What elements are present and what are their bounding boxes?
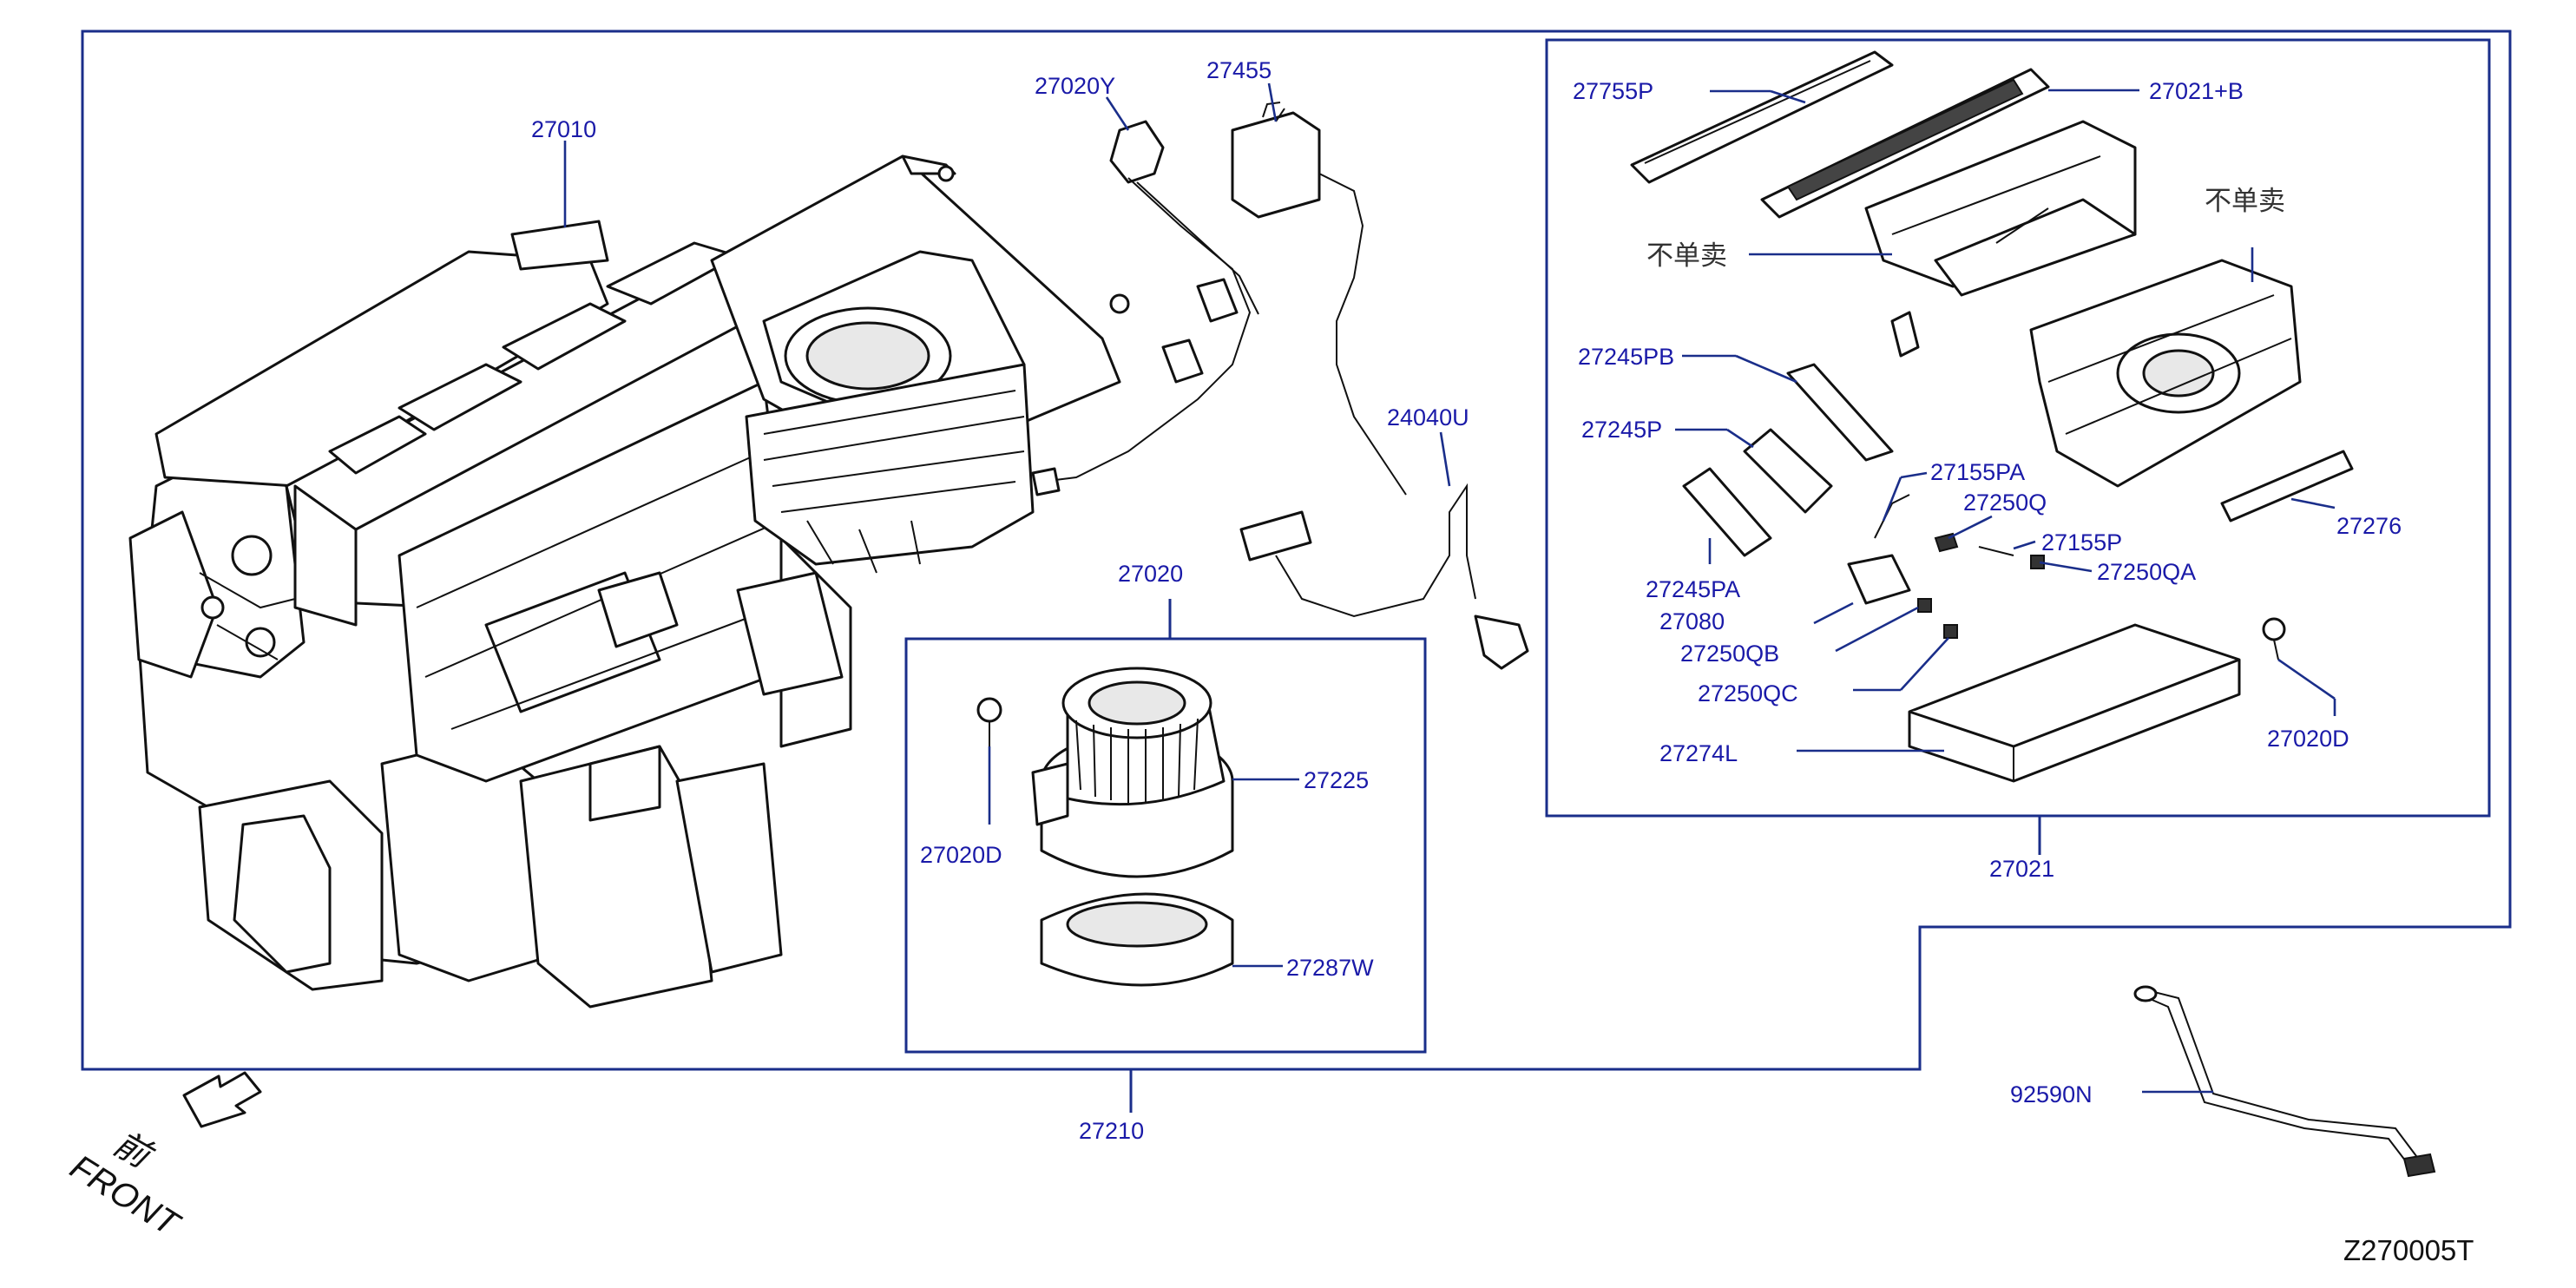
front-direction-indicator: 前 FRONT: [63, 1071, 262, 1245]
callout-27010: 27010: [531, 116, 596, 142]
callout-24040U: 24040U: [1387, 404, 1469, 430]
callout-27455: 27455: [1206, 57, 1272, 83]
callout-27250QC: 27250QC: [1698, 680, 1798, 706]
diagram-code: Z270005T: [2343, 1234, 2474, 1266]
frames: [81, 30, 2512, 1113]
seal-27287w-drawing: [1040, 892, 1234, 987]
callout-27210: 27210: [1079, 1118, 1144, 1144]
callout-27274L: 27274L: [1659, 740, 1738, 766]
module-27455-drawing: [1231, 102, 1407, 496]
callout-27080: 27080: [1659, 608, 1725, 634]
callout-27276: 27276: [2336, 513, 2402, 539]
callout-27020D-right: 27020D: [2267, 726, 2349, 752]
callout-27245PB: 27245PB: [1578, 344, 1674, 370]
callout-27020D-left: 27020D: [920, 842, 1002, 868]
harness-24040u-drawing: [1239, 483, 1529, 670]
callout-27225: 27225: [1304, 767, 1369, 793]
callout-27245P: 27245P: [1581, 417, 1662, 443]
not-sold-separately-right: 不单卖: [2205, 186, 2285, 217]
heater-blower-unit-drawing: [128, 154, 1130, 1009]
harness-27020y-drawing: [1031, 120, 1259, 496]
callout-92590N: 92590N: [2010, 1081, 2093, 1107]
callout-27020: 27020: [1118, 561, 1183, 587]
callout-27155P: 27155P: [2041, 529, 2122, 555]
callout-27250QB: 27250QB: [1680, 641, 1779, 667]
callout-27287W: 27287W: [1286, 955, 1374, 981]
callout-27250QA: 27250QA: [2097, 559, 2196, 585]
blower-motor-27225-drawing: [976, 667, 1234, 878]
callout-27155PA: 27155PA: [1930, 459, 2025, 485]
blower-motor-frame: [904, 637, 1427, 1054]
intake-unit-frame: [1545, 38, 2491, 818]
callout-27250Q: 27250Q: [1963, 490, 2047, 516]
callout-27021B: 27021+B: [2149, 78, 2244, 104]
drain-pipe-92590n-drawing: [2133, 985, 2436, 1178]
leader-lines: [563, 82, 2336, 1094]
callout-27245PA: 27245PA: [1646, 576, 1740, 602]
callout-27020Y: 27020Y: [1035, 73, 1115, 99]
callout-27021: 27021: [1989, 856, 2054, 882]
callout-labels: 27010 27020Y 27455 24040U 27020 27225 27…: [531, 57, 2402, 1144]
intake-parts-drawing: [1630, 50, 2354, 783]
callout-27755P: 27755P: [1573, 78, 1653, 104]
not-sold-separately-left: 不单卖: [1646, 240, 1727, 272]
front-arrow-icon: [182, 1071, 262, 1128]
main-assembly-frame: [81, 30, 2512, 1071]
